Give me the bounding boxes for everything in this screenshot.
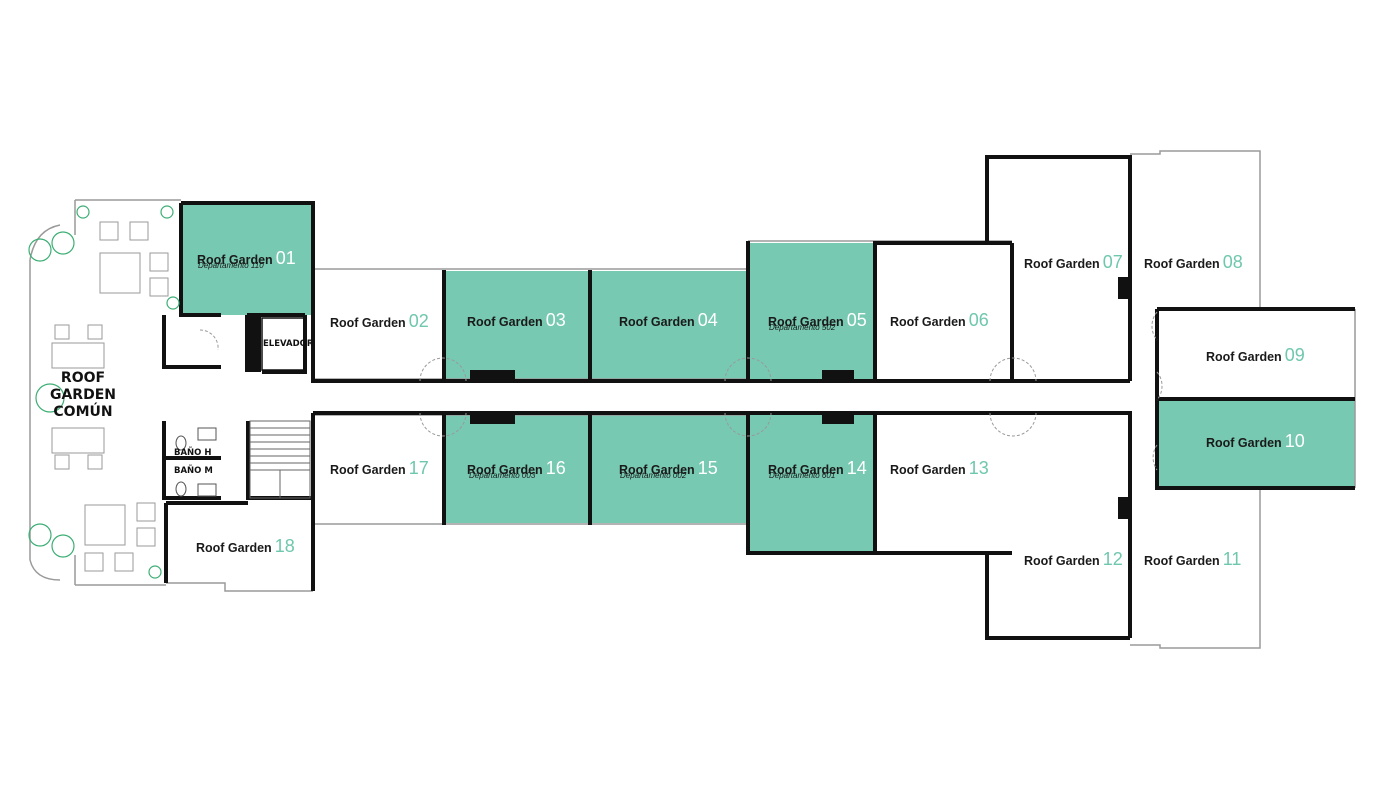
common-line-2: GARDEN — [49, 387, 116, 403]
common-furniture — [51, 221, 169, 572]
unit-sub-05: Departamento 502 — [769, 323, 836, 332]
unit-02-area[interactable] — [313, 271, 444, 379]
unit-title: Roof Garden — [467, 315, 543, 329]
unit-title: Roof Garden — [330, 316, 406, 330]
wall-blocks — [247, 277, 1130, 519]
unit-title: Roof Garden — [197, 253, 273, 267]
common-line-1: ROOF — [60, 370, 106, 386]
unit-number: 11 — [1222, 549, 1242, 569]
unit-title: Roof Garden — [768, 315, 844, 329]
unit-fills — [166, 156, 1355, 644]
unit-number: 03 — [545, 310, 566, 330]
unit-09-area[interactable] — [1157, 309, 1355, 399]
unit-number: 17 — [408, 458, 429, 478]
unit-title: Roof Garden — [1144, 554, 1220, 568]
walls — [162, 155, 1355, 640]
unit-title: Roof Garden — [768, 463, 844, 477]
unit-number: 10 — [1284, 431, 1305, 451]
unit-sub-15: Departamento 002 — [620, 471, 687, 480]
unit-number: 13 — [968, 458, 989, 478]
toilet-icons — [175, 427, 217, 497]
unit-title: Roof Garden — [1024, 554, 1100, 568]
unit-03-area[interactable] — [444, 271, 590, 379]
unit-sub-01: Departamento 110 — [198, 261, 264, 270]
bath-women-label: BAÑO M — [174, 466, 213, 476]
unit-number: 06 — [968, 310, 989, 330]
unit-05-area[interactable] — [748, 243, 875, 379]
unit-10-area[interactable] — [1157, 399, 1355, 488]
unit-number: 09 — [1284, 345, 1305, 365]
door-swings — [199, 311, 1163, 471]
unit-18-area[interactable] — [166, 503, 313, 583]
unit-title: Roof Garden — [1144, 257, 1220, 271]
unit-number: 04 — [697, 310, 718, 330]
bath-men-label: BAÑO H — [174, 448, 212, 458]
common-roof-garden-label: ROOF GARDEN COMÚN — [48, 370, 118, 421]
unit-16-area[interactable] — [444, 415, 590, 523]
unit-title: Roof Garden — [890, 463, 966, 477]
unit-04-area[interactable] — [590, 271, 748, 379]
unit-number: 02 — [408, 311, 429, 331]
plant-icons — [28, 205, 180, 579]
unit-number: 14 — [846, 458, 867, 478]
unit-14-area[interactable] — [748, 415, 875, 553]
unit-number: 15 — [697, 458, 718, 478]
unit-17-area[interactable] — [313, 415, 444, 523]
unit-title: Roof Garden — [467, 463, 543, 477]
unit-title: Roof Garden — [1206, 436, 1282, 450]
unit-title: Roof Garden — [619, 463, 695, 477]
unit-title: Roof Garden — [330, 463, 406, 477]
unit-title: Roof Garden — [619, 315, 695, 329]
unit-15-area[interactable] — [590, 415, 748, 523]
stairs — [249, 420, 311, 499]
unit-sub-14: Departamento 601 — [769, 471, 836, 480]
unit-01-area[interactable] — [181, 203, 313, 315]
unit-number: 12 — [1102, 549, 1123, 569]
unit-number: 08 — [1222, 252, 1243, 272]
unit-number: 07 — [1102, 252, 1123, 272]
unit-number: 05 — [846, 310, 867, 330]
unit-sub-16: Departamento 003 — [469, 471, 536, 480]
unit-title: Roof Garden — [890, 315, 966, 329]
elevator-shaft — [261, 317, 305, 371]
elevator-label: ELEVADOR — [263, 339, 314, 349]
unit-number: 16 — [545, 458, 566, 478]
unit-11-area[interactable] — [1130, 488, 1260, 644]
unit-title: Roof Garden — [196, 541, 272, 555]
common-line-3: COMÚN — [53, 404, 113, 420]
unit-13-area[interactable] — [875, 415, 1012, 553]
unit-title: Roof Garden — [1024, 257, 1100, 271]
unit-number: 01 — [275, 248, 296, 268]
unit-number: 18 — [274, 536, 295, 556]
unit-title: Roof Garden — [1206, 350, 1282, 364]
unit-08-area[interactable] — [1130, 156, 1260, 309]
